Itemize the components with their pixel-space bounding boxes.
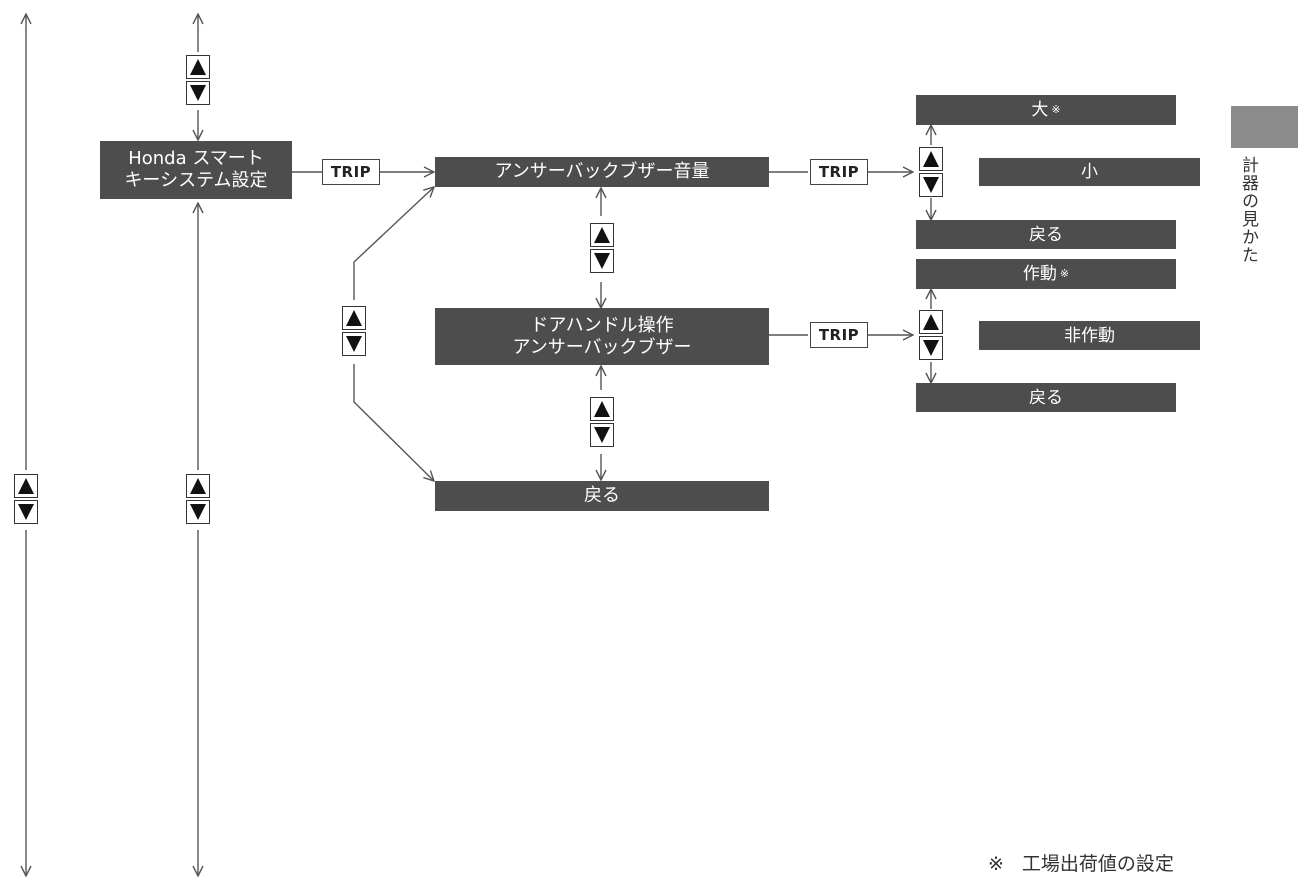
triangle-up-icon [346,310,362,326]
updown-keys-branch [342,306,366,356]
triangle-up-icon [923,314,939,330]
option-large: 大※ [916,95,1176,125]
updown-keys-left [186,474,210,524]
triangle-down-icon [594,253,610,269]
triangle-down-icon [923,177,939,193]
triangle-down-icon [190,504,206,520]
triangle-up-icon [594,227,610,243]
triangle-up-icon [190,478,206,494]
down-key [590,423,614,447]
triangle-down-icon [346,336,362,352]
node-door-line-2: アンサーバックブザー [512,336,692,358]
node-door-line-1: ドアハンドル操作 [530,314,674,336]
up-key [14,474,38,498]
branch-up-line [353,187,434,300]
node-honda-line-1: Honda スマート [128,148,264,169]
down-key [186,81,210,105]
node-back-main: 戻る [435,481,769,511]
trip-button-3: TRIP [810,322,868,348]
up-key [186,55,210,79]
option-off: 非作動 [979,321,1200,350]
up-key [342,306,366,330]
node-honda-smart-key-settings: Honda スマート キーシステム設定 [100,141,292,199]
triangle-up-icon [190,59,206,75]
chapter-title: 計器の見かた [1238,156,1258,264]
updown-keys-mid-a [590,223,614,273]
option-back-volume: 戻る [916,220,1176,249]
node-honda-line-2: キーシステム設定 [124,170,268,191]
option-back-door: 戻る [916,383,1176,412]
footnote-text: 工場出荷値の設定 [1021,853,1174,875]
option-large-label: 大 [1031,100,1049,120]
trip-button-2: TRIP [810,159,868,185]
node-answerback-volume: アンサーバックブザー音量 [435,157,769,187]
updown-keys-outer [14,474,38,524]
updown-keys-top [186,55,210,105]
footnote-mark: ※ [988,853,1004,875]
triangle-down-icon [18,504,34,520]
down-key [919,173,943,197]
down-key [186,500,210,524]
up-key [186,474,210,498]
triangle-down-icon [594,427,610,443]
down-key [14,500,38,524]
option-small: 小 [979,158,1200,186]
up-key [590,223,614,247]
down-key [919,336,943,360]
footnote: ※ 工場出荷値の設定 [988,849,1174,876]
updown-keys-door-options [919,310,943,360]
up-key [919,310,943,334]
option-on-label: 作動 [1022,264,1057,284]
updown-keys-mid-b [590,397,614,447]
down-key [590,249,614,273]
triangle-up-icon [594,401,610,417]
up-key [919,147,943,171]
triangle-up-icon [18,478,34,494]
chapter-tab [1231,106,1298,148]
option-on: 作動※ [916,259,1176,289]
node-door-handle-answerback: ドアハンドル操作 アンサーバックブザー [435,308,769,365]
triangle-up-icon [923,151,939,167]
triangle-down-icon [190,85,206,101]
down-key [342,332,366,356]
branch-down-line [353,364,434,481]
triangle-down-icon [923,340,939,356]
updown-keys-volume-options [919,147,943,197]
trip-button-1: TRIP [322,159,380,185]
up-key [590,397,614,421]
